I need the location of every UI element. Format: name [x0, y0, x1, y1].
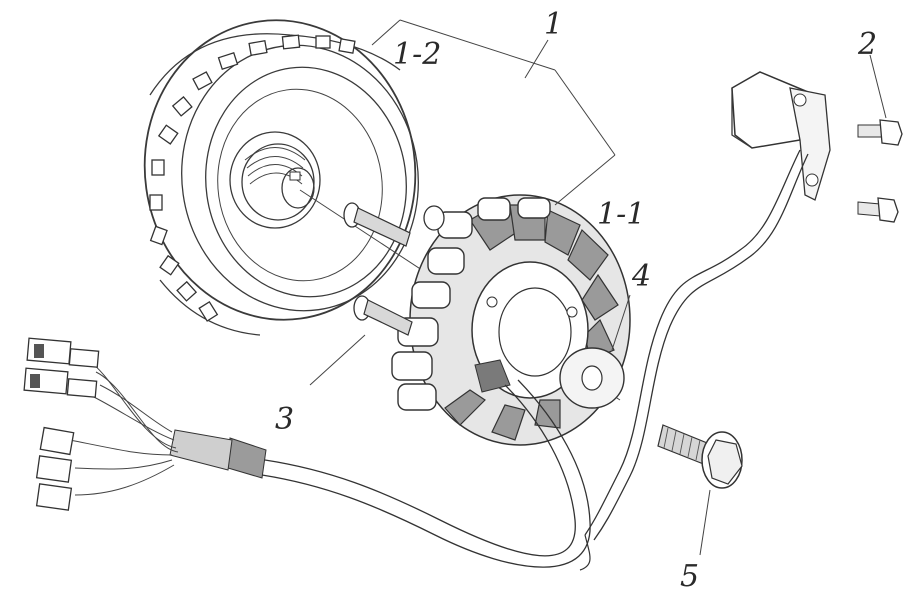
- callout-5: 5: [680, 559, 700, 594]
- washer: [559, 294, 631, 409]
- pickup-sensor: [584, 54, 903, 541]
- stator-bolts: [309, 202, 445, 386]
- callout-1-1: 1-1: [597, 197, 646, 232]
- callout-leader-lines: [371, 19, 616, 206]
- rotor-hub: [229, 131, 321, 229]
- callout-1-2: 1-2: [393, 37, 442, 72]
- callout-2: 2: [858, 27, 878, 62]
- rotor-magnet-windows: [149, 34, 356, 322]
- flywheel-rotor: [143, 19, 621, 401]
- callout-1: 1: [544, 7, 564, 42]
- wire-harness: [23, 337, 591, 571]
- callout-3: 3: [275, 402, 295, 437]
- callout-4: 4: [632, 259, 652, 294]
- flange-bolt: [657, 424, 743, 556]
